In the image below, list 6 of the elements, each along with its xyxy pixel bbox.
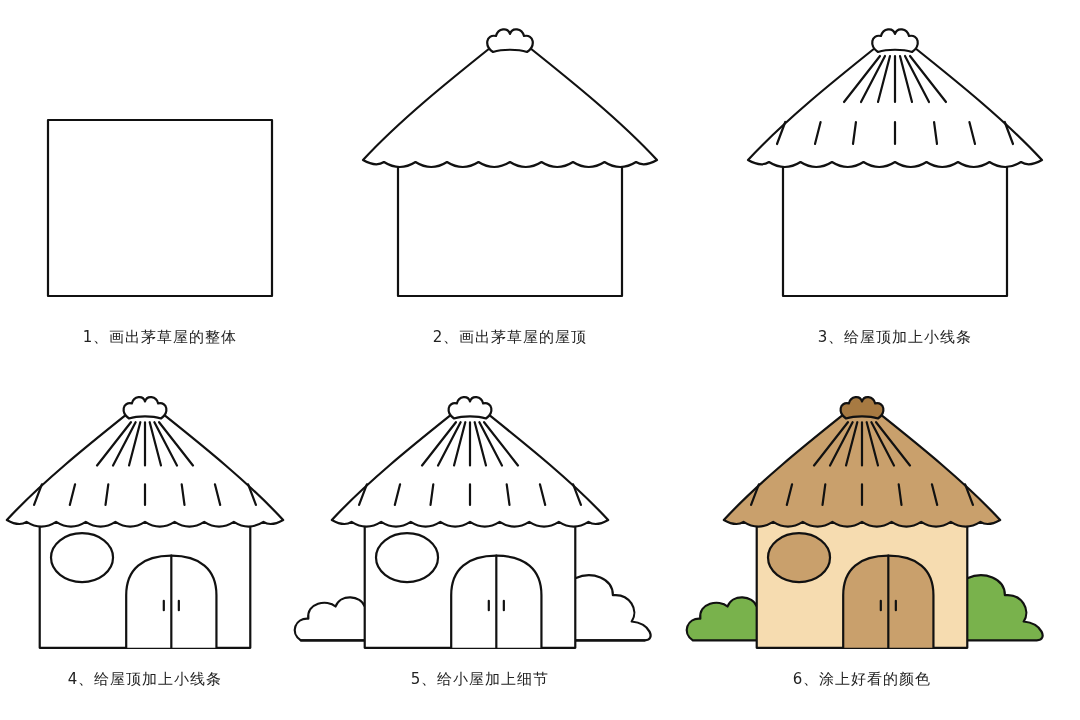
step-caption: 6、涂上好看的颜色 — [792, 670, 932, 689]
step-caption: 2、画出茅草屋的屋顶 — [432, 328, 588, 347]
step-caption: 5、给小屋加上细节 — [410, 670, 550, 689]
step-caption: 1、画出茅草屋的整体 — [82, 328, 238, 347]
step-caption: 4、给屋顶加上小线条 — [67, 670, 223, 689]
step-caption: 3、给屋顶加上小线条 — [817, 328, 973, 347]
